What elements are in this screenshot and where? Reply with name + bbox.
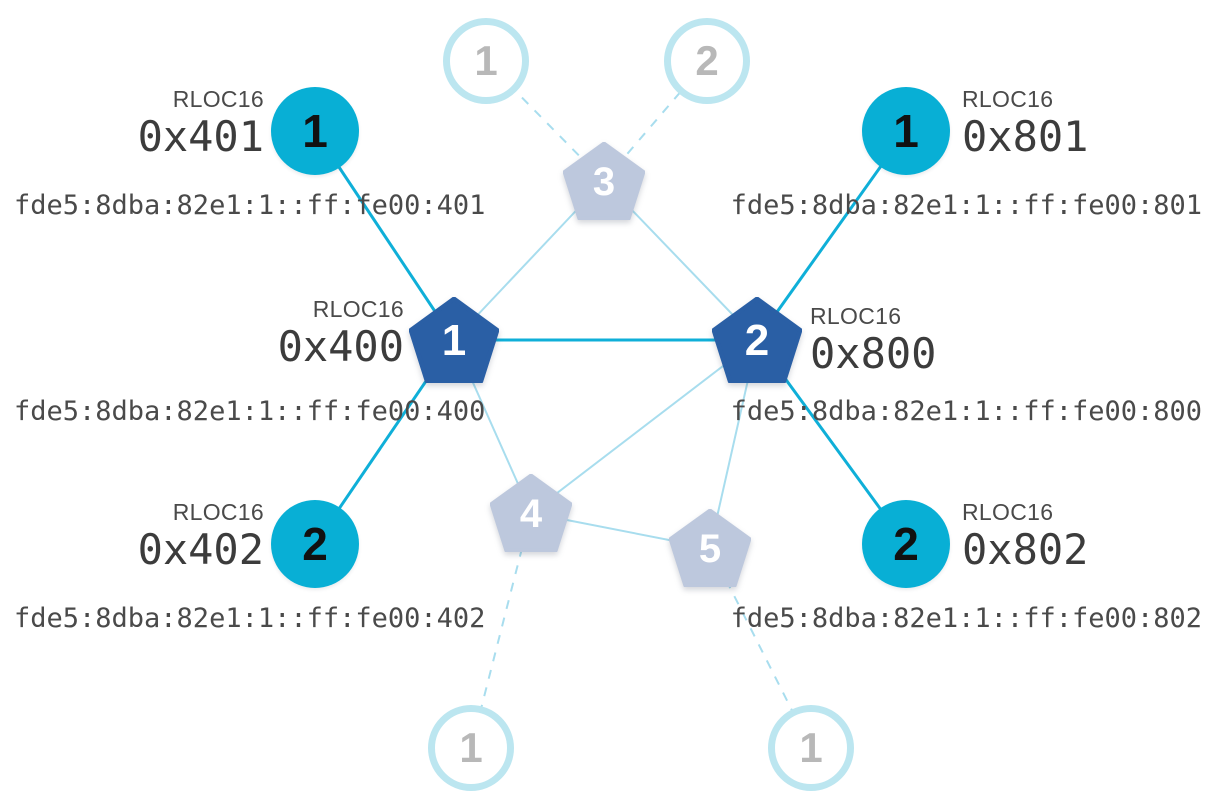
- node-ghost-router-4[interactable]: 4: [490, 474, 572, 552]
- ipv6-address-child-402: fde5:8dba:82e1:1::ff:fe00:402: [14, 603, 486, 634]
- node-number: 1: [893, 105, 919, 157]
- rloc-value: 0x401: [137, 112, 264, 161]
- node-ghost-router-5[interactable]: 5: [669, 509, 751, 587]
- node-ghost-router-3[interactable]: 3: [563, 142, 645, 220]
- ipv6-address-router-800: fde5:8dba:82e1:1::ff:fe00:800: [730, 396, 1202, 427]
- node-number: 4: [519, 492, 543, 536]
- node-number: 1: [441, 316, 467, 365]
- node-number: 2: [744, 316, 770, 365]
- rloc-caption: RLOC16: [312, 296, 404, 322]
- rloc-caption: RLOC16: [962, 499, 1054, 525]
- node-number: 5: [698, 527, 722, 571]
- rloc-caption: RLOC16: [172, 86, 264, 112]
- ipv6-address-router-400: fde5:8dba:82e1:1::ff:fe00:400: [14, 396, 486, 427]
- node-number: 1: [474, 37, 498, 84]
- node-router-400[interactable]: 1: [409, 297, 499, 383]
- rloc-caption: RLOC16: [172, 499, 264, 525]
- node-number: 3: [592, 160, 616, 204]
- ipv6-address-child-802: fde5:8dba:82e1:1::ff:fe00:802: [730, 603, 1202, 634]
- node-number: 1: [302, 105, 328, 157]
- node-child-401[interactable]: 1: [271, 87, 359, 175]
- node-number: 2: [893, 518, 919, 570]
- node-ghost-child-top-right[interactable]: 2: [664, 18, 750, 104]
- rloc-value: 0x802: [962, 525, 1089, 574]
- rloc-value: 0x400: [277, 322, 404, 371]
- node-number: 2: [302, 518, 328, 570]
- ipv6-address-child-401: fde5:8dba:82e1:1::ff:fe00:401: [14, 190, 486, 221]
- node-ghost-child-top-left[interactable]: 1: [443, 18, 529, 104]
- node-number: 1: [799, 724, 823, 771]
- node-child-802[interactable]: 2: [862, 500, 950, 588]
- node-ghost-child-bottom-left[interactable]: 1: [428, 705, 514, 791]
- node-number: 2: [695, 37, 719, 84]
- rloc-value: 0x801: [962, 112, 1089, 161]
- ipv6-address-child-801: fde5:8dba:82e1:1::ff:fe00:801: [730, 190, 1202, 221]
- rloc-value: 0x800: [810, 329, 937, 378]
- rloc-value: 0x402: [137, 525, 264, 574]
- node-number: 1: [459, 724, 483, 771]
- node-ghost-child-bottom-right[interactable]: 1: [768, 705, 854, 791]
- rloc-caption: RLOC16: [962, 86, 1054, 112]
- node-child-402[interactable]: 2: [271, 500, 359, 588]
- node-router-800[interactable]: 2: [712, 297, 802, 383]
- node-child-801[interactable]: 1: [862, 87, 950, 175]
- link-router-800-to-ghost-router-4: [530, 339, 758, 514]
- rloc-caption: RLOC16: [810, 303, 902, 329]
